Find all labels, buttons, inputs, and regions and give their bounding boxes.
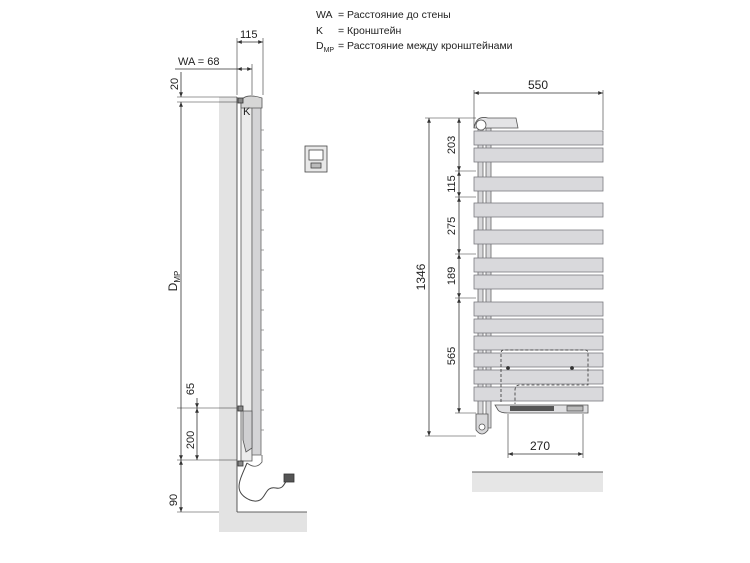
dim-width: 550 (528, 78, 548, 92)
panel (473, 202, 604, 218)
front-view (425, 90, 604, 492)
heater-outline (500, 349, 589, 404)
dim-seg-2: 115 (446, 175, 458, 193)
dim-bottom: 90 (168, 494, 180, 506)
power-cable (238, 462, 291, 502)
bottom-bracket (237, 460, 244, 467)
dim-height: 1346 (414, 263, 428, 290)
wall (219, 97, 237, 532)
legend-text: = Кронштейн (338, 24, 402, 37)
panel (473, 318, 604, 334)
dim-seg-3: 275 (446, 217, 458, 235)
dim-seg-4: 189 (446, 267, 458, 285)
side-view-labels: 115 WA = 68 20 K DMP 65 200 90 (166, 29, 258, 506)
panel (473, 176, 604, 192)
front-view-labels: 550 1346 203 115 275 189 565 270 (414, 78, 550, 453)
panel (473, 352, 604, 368)
panel (473, 147, 604, 163)
dim-bottom-width: 270 (530, 439, 550, 453)
panel (473, 257, 604, 273)
legend-item-dmp: DMP = Расстояние между кронштейнами (316, 39, 516, 59)
plug (283, 473, 295, 483)
dim-seg-5: 565 (446, 347, 458, 365)
legend-item-wa: WA = Расстояние до стены (316, 8, 516, 24)
top-bracket (237, 97, 244, 104)
dim-top-depth: 115 (240, 29, 258, 41)
panel (473, 229, 604, 245)
dim-wall-distance: WA = 68 (178, 56, 219, 68)
floor (472, 472, 603, 492)
legend-abbr: K (316, 24, 324, 37)
floor (219, 512, 307, 532)
legend-abbr: WA (316, 9, 333, 21)
dim-lower-1: 65 (185, 383, 197, 395)
panel (473, 130, 604, 146)
dim-seg-1: 203 (446, 136, 458, 154)
dim-lower-2: 200 (185, 431, 197, 449)
legend: WA = Расстояние до стены K = Кронштейн D… (316, 8, 516, 59)
panel (473, 386, 604, 402)
lower-bracket (237, 405, 244, 412)
panel (473, 335, 604, 351)
control-unit-icon (304, 145, 328, 173)
dim-bracket-distance: DMP (166, 271, 182, 292)
panel (473, 369, 604, 385)
panel (473, 274, 604, 290)
legend-item-k: K = Кронштейн (316, 24, 516, 40)
panel (473, 301, 604, 317)
bracket-label: K (243, 106, 251, 118)
legend-text: = Расстояние между кронштейнами (338, 40, 513, 52)
towel-panels (473, 130, 604, 402)
legend-abbr: DMP (316, 40, 335, 55)
side-view (175, 38, 307, 532)
dim-top-offset: 20 (169, 78, 181, 90)
legend-text: = Расстояние до стены (338, 9, 451, 21)
